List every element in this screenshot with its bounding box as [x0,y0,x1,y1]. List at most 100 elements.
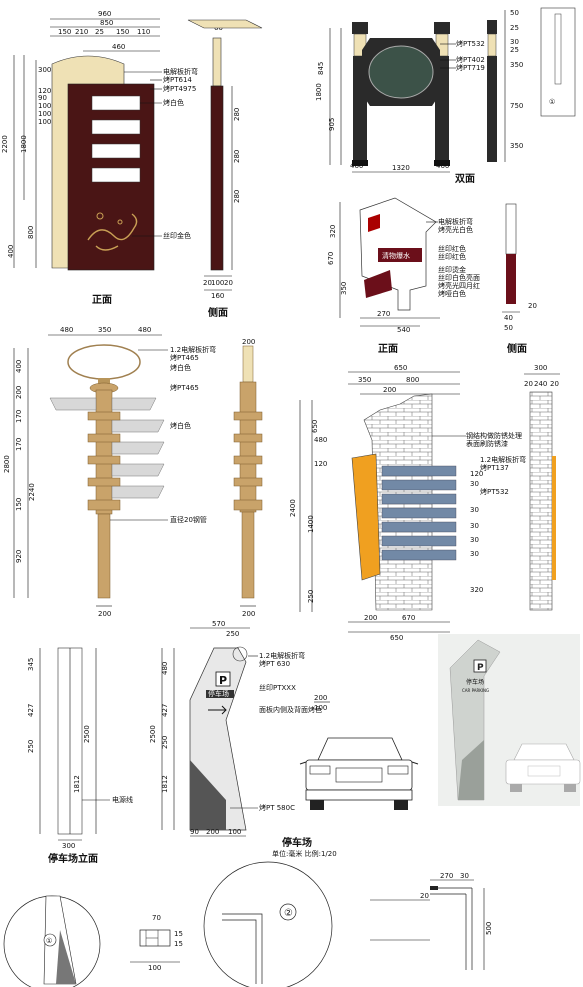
p4-side-top: 200 [242,338,255,346]
p3-dim-350: 350 [340,282,348,295]
p6-b-90: 90 [190,828,199,836]
p2-dim-460a: 460 [350,162,363,170]
p6-b-100: 100 [228,828,241,836]
p5-side-20b: 20 [550,380,559,388]
p3-callout-4: 丝印红色 [438,252,466,261]
detail-3-dim-500: 500 [485,922,493,935]
p4-dim-400: 400 [15,360,23,373]
p6-scale-200: 200 [314,694,327,702]
p6-callout-5: 烤PT 580C [259,803,295,812]
p4-callout-6: 直径20钢管 [170,515,207,524]
detail-3-dim-20: 20 [420,892,429,900]
dim-850: 850 [100,19,113,27]
legend-box [540,7,576,117]
p4-dim-bottom: 200 [98,610,111,618]
sign-strip-2 [91,119,141,135]
p3-callout-1: 电解板折弯 [438,217,473,226]
p6-m-250b: 250 [161,736,169,749]
p5-side-wall [529,391,553,611]
p2-r-30: 30 [510,38,519,46]
p6-render-label: 停车场 [466,678,484,686]
p5-r-30b: 30 [470,506,479,514]
p5-dim-800: 800 [406,376,419,384]
p6-left-note: 电源线 [112,795,133,804]
p2-callout-pt719: 烤PT719 [456,63,485,72]
p4-dim-480b: 480 [138,326,151,334]
p6-render-p: P [477,663,484,673]
panel-2-double-sided: 845 1800 905 1320 460 460 双面 烤PT532 烤PT4… [315,7,576,185]
detail-1-dim-15b: 15 [174,940,183,948]
p5-dim-650: 650 [311,420,319,433]
side-dim-20b: 20 [224,279,233,287]
dim-1800: 1800 [20,135,28,153]
callout-white: 烤白色 [163,98,184,107]
p3-callout-3: 丝印红色 [438,244,466,253]
dim-960: 960 [98,10,111,18]
p6-callout-2: 烤PT 630 [259,659,290,668]
p5-callout-3: 1.2电解板折弯 [480,455,526,464]
detail-3-dim-30: 30 [460,872,469,880]
p6-l-345: 345 [27,658,35,671]
p2-callout-pt402: 烤PT402 [456,55,485,64]
p2-r-25a: 25 [510,24,519,32]
side-dim-280c: 280 [233,190,241,203]
gold-ornament [87,213,138,251]
caption-double: 双面 [455,173,475,185]
p5-r-30c: 30 [470,522,479,530]
p5-b-670: 670 [402,614,415,622]
p5-dim-480: 480 [314,436,327,444]
p6-m-1812: 1812 [161,775,169,793]
p4-side-post [239,381,257,513]
panel-7-details: ① 70 15 15 100 ② 270 30 500 20 [3,861,493,987]
p3-side-40: 40 [504,314,513,322]
legend-symbol: ① [549,98,555,106]
side-cream-top [212,37,222,87]
p5-r-30e: 30 [470,550,479,558]
panel-4-pole-sign: 480 350 480 2800 400 200 170 170 150 224… [3,326,263,618]
p5-dim-2400: 2400 [289,499,297,517]
p5-dim-120: 120 [314,460,327,468]
p3-callout-6: 丝印白色亮面 [438,273,480,282]
p5-dim-1400: 1400 [307,515,315,533]
p4-oval-top [67,344,141,380]
p3-caption-side: 侧面 [507,342,527,355]
p3-callout-8: 烤哑白色 [438,289,466,298]
p5-callout-5: 烤PT532 [480,487,509,496]
p5-side-240: 240 [534,380,547,388]
p5-dim-650: 650 [394,364,407,372]
p4-dim-170a: 170 [15,410,23,423]
p3-dim-540: 540 [397,326,410,334]
p2-callout-pt532: 烤PT532 [456,39,485,48]
p6-left-bottom: 300 [62,842,75,850]
p5-r-30a: 30 [470,480,479,488]
p6-render-sublabel: CAR PARKING [462,688,489,693]
detail-1-dim-15a: 15 [174,930,183,938]
p3-callout-7: 烤亮光四月红 [438,281,480,290]
p6-b-200: 200 [206,828,219,836]
side-dark-body [210,85,224,271]
side-dim-280a: 280 [233,108,241,121]
p4-side-bottom: 200 [242,610,255,618]
p4-dim-920: 920 [15,550,23,563]
dim-100b: 100 [38,110,51,118]
dim-100a: 100 [38,102,51,110]
p2-dim-460b: 460 [436,162,449,170]
callout-pt4975: 烤PT4975 [163,84,196,93]
p4-callout-4: 烤PT465 [170,383,199,392]
dim-90: 90 [38,94,47,102]
p6-m-427: 427 [161,704,169,717]
dim-150b: 150 [116,28,129,36]
p3-side-dark [506,254,516,304]
p4-dim-2240: 2240 [28,483,36,501]
p3-side-50: 50 [504,324,513,332]
p2-r-50: 50 [510,9,519,17]
p2-dim-1800: 1800 [315,83,323,101]
p2-dim-845: 845 [317,62,325,75]
car-front-icon [299,737,419,810]
p3-callout-5: 丝印烫金 [438,265,466,274]
caption-side: 侧面 [208,306,228,319]
panel-3-small-sign: 320 670 350 清物爆水 270 540 正面 电解板折弯 烤亮光白色 … [327,197,537,355]
callout-pt614: 烤PT614 [163,75,192,84]
sign-strip-1 [91,95,141,111]
side-dim-20a: 20 [203,279,212,287]
